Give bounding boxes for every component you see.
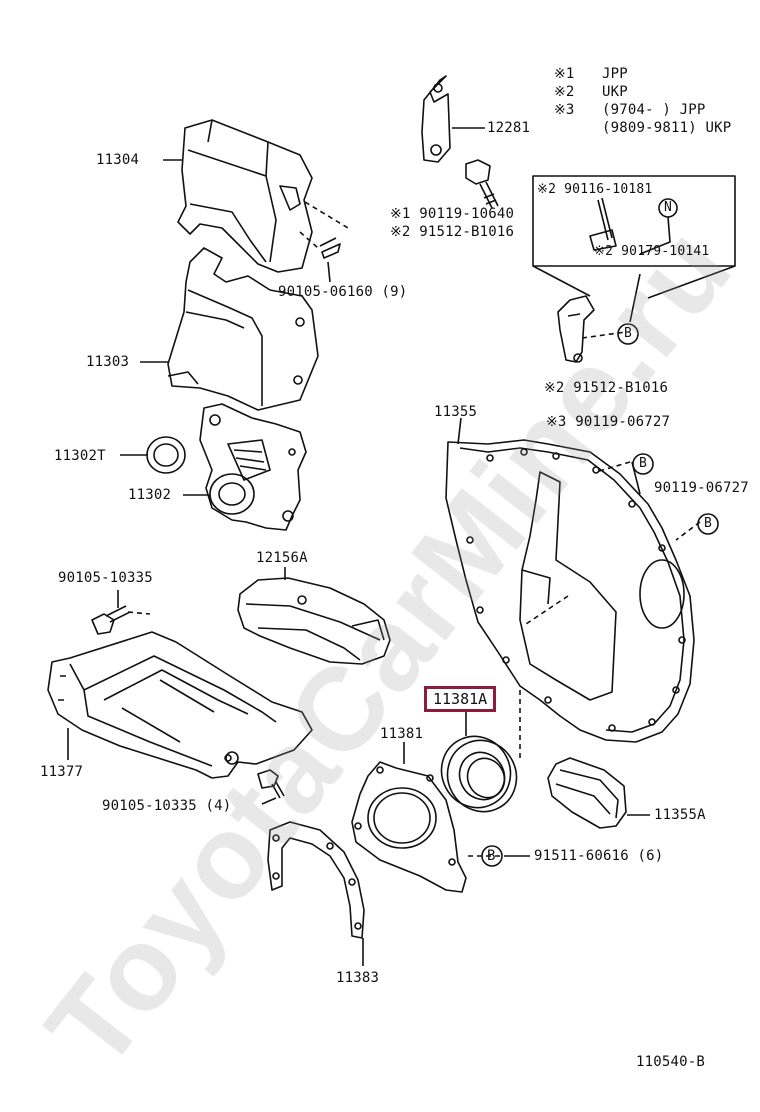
legend-mark-1: ※1	[554, 66, 575, 82]
cover-plate-11355a	[547, 757, 627, 829]
legend-text-1: JPP	[602, 66, 628, 82]
plug-11302t	[146, 436, 186, 474]
part-label-inset-n: N	[664, 200, 673, 215]
bolt-90105-10335	[91, 590, 131, 635]
part-label-11302: 11302	[128, 487, 172, 503]
bolt-90105-06160	[319, 237, 341, 283]
part-label-bolt-a2: ※2 91512-B1016	[390, 224, 515, 240]
part-label-inset-nut: ※2 90179-10141	[594, 244, 710, 259]
part-label-bolt-a1: ※1 90119-10640	[390, 206, 515, 222]
part-label-90105-10335-4: 90105-10335 (4)	[102, 798, 232, 814]
ref-circle-b-3	[697, 513, 719, 535]
gasket-11383	[267, 821, 365, 939]
inset-box	[532, 175, 736, 299]
part-label-inset-bolt: ※2 91512-B1016	[544, 380, 669, 396]
ref-b-2: B	[639, 456, 648, 471]
ref-circle-b-1	[617, 323, 639, 345]
part-label-11355: 11355	[434, 404, 478, 420]
legend-mark-2: ※2	[554, 84, 575, 100]
part-label-91511: 91511-60616 (6)	[534, 848, 664, 864]
part-label-11304: 11304	[96, 152, 140, 168]
ref-circle-b-4	[481, 845, 503, 867]
part-label-11303: 11303	[86, 354, 130, 370]
part-label-90105-06160: 90105-06160 (9)	[278, 284, 408, 300]
lower-timing-cover-11303	[167, 247, 319, 411]
legend-text-2: UKP	[602, 84, 628, 100]
end-plate-11355	[445, 439, 695, 743]
part-label-11381a: 11381A	[424, 686, 497, 712]
legend-mark-3: ※3	[554, 102, 575, 118]
part-label-inset-stud: ※2 90116-10181	[537, 182, 653, 197]
bolt-90105-10335-4	[257, 769, 285, 799]
oil-seal-11381a	[440, 735, 518, 813]
part-label-bolt-b-plain: 90119-06727	[654, 480, 749, 496]
bracket	[557, 295, 627, 363]
part-label-12156a: 12156A	[256, 550, 308, 566]
seal-retainer-11381	[351, 761, 467, 893]
part-label-11355a: 11355A	[654, 807, 706, 823]
part-label-12281: 12281	[487, 120, 531, 136]
oil-baffle-12156a	[237, 577, 391, 665]
part-label-11381: 11381	[380, 726, 424, 742]
part-label-11302t: 11302T	[54, 448, 106, 464]
legend-text-4: (9809-9811) UKP	[602, 120, 732, 136]
ref-b-1: B	[624, 326, 633, 341]
part-label-11377: 11377	[40, 764, 84, 780]
upper-timing-cover-11304	[177, 119, 313, 273]
oil-pan-11377	[47, 631, 313, 779]
part-label-90105-10335: 90105-10335	[58, 570, 153, 586]
legend-text-3: (9704- ) JPP	[602, 102, 706, 118]
ref-b-3: B	[704, 516, 713, 531]
diagram-id: 110540-B	[636, 1054, 706, 1070]
part-label-bolt-b3: ※3 90119-06727	[546, 414, 671, 430]
front-housing-11302	[199, 403, 307, 531]
engine-hanger-12281	[421, 75, 451, 163]
bolt-90119-10640	[465, 159, 499, 209]
ref-circle-b-2	[632, 453, 654, 475]
part-label-11383: 11383	[336, 970, 380, 986]
part-label-b: B	[487, 848, 496, 864]
